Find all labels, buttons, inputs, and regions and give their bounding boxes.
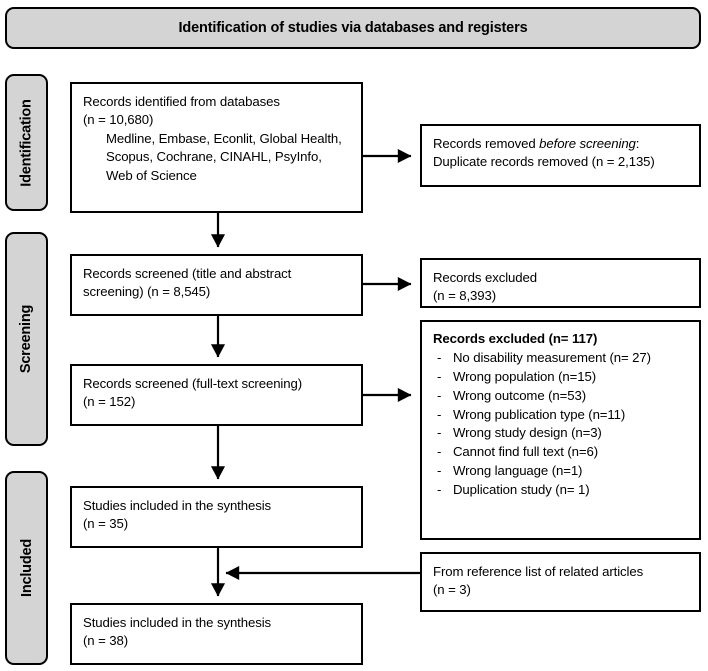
box-records-excluded-fulltext: Records excluded (n= 117) No disability … bbox=[420, 320, 701, 540]
stage-label-identification-text: Identification bbox=[18, 98, 35, 187]
box-records-screened-fulltext: Records screened (full-text screening) (… bbox=[70, 364, 363, 426]
exclusion-reason-item: Wrong study design (n=3) bbox=[433, 424, 688, 443]
box-records-removed-before-screening: Records removed before screening: Duplic… bbox=[420, 124, 701, 187]
reference-list-count: (n = 3) bbox=[433, 582, 471, 598]
reference-list-line1: From reference list of related articles bbox=[433, 564, 644, 579]
records-removed-prefix: Records removed bbox=[433, 136, 540, 151]
box-studies-included-38: Studies included in the synthesis (n = 3… bbox=[70, 603, 363, 665]
records-removed-italic: before screening bbox=[539, 136, 636, 151]
records-excluded-117-title: Records excluded (n= 117) bbox=[433, 331, 598, 346]
records-identified-count: (n = 10,680) bbox=[83, 112, 154, 128]
records-screened-title-abstract-text: Records screened (title and abstract scr… bbox=[83, 266, 292, 300]
box-records-screened-title-abstract: Records screened (title and abstract scr… bbox=[70, 254, 363, 316]
exclusion-reason-item: Wrong publication type (n=11) bbox=[433, 406, 688, 425]
banner-title: Identification of studies via databases … bbox=[178, 20, 528, 36]
records-excluded-8393-label: Records excluded bbox=[433, 270, 537, 285]
records-identified-sources: Medline, Embase, Econlit, Global Health,… bbox=[106, 130, 342, 183]
exclusion-reasons-list: No disability measurement (n= 27) Wrong … bbox=[433, 349, 688, 499]
box-records-identified: Records identified from databases (n = 1… bbox=[70, 82, 363, 213]
exclusion-reason-item: Cannot find full text (n=6) bbox=[433, 443, 688, 462]
box-studies-included-35: Studies included in the synthesis (n = 3… bbox=[70, 486, 363, 548]
studies-included-35-line1: Studies included in the synthesis bbox=[83, 498, 272, 513]
stage-label-included-text: Included bbox=[18, 538, 35, 598]
records-identified-line1: Records identified from databases bbox=[83, 94, 280, 109]
exclusion-reason-item: Wrong outcome (n=53) bbox=[433, 387, 688, 406]
box-from-reference-list: From reference list of related articles … bbox=[420, 552, 701, 612]
records-screened-fulltext-count: (n = 152) bbox=[83, 394, 136, 410]
exclusion-reason-item: Duplication study (n= 1) bbox=[433, 481, 688, 500]
stage-label-identification: Identification bbox=[5, 74, 48, 211]
box-records-excluded-title-abstract: Records excluded (n = 8,393) bbox=[420, 258, 701, 308]
records-excluded-8393-count: (n = 8,393) bbox=[433, 288, 497, 304]
studies-included-35-count: (n = 35) bbox=[83, 516, 129, 532]
studies-included-38-count: (n = 38) bbox=[83, 633, 129, 649]
stage-label-screening-text: Screening bbox=[18, 304, 35, 374]
stage-label-screening: Screening bbox=[5, 232, 48, 446]
exclusion-reason-item: Wrong population (n=15) bbox=[433, 368, 688, 387]
records-screened-fulltext-line1: Records screened (full-text screening) bbox=[83, 376, 303, 391]
studies-included-38-line1: Studies included in the synthesis bbox=[83, 615, 272, 630]
duplicate-records-removed-count: Duplicate records removed (n = 2,135) bbox=[433, 154, 655, 170]
exclusion-reason-item: Wrong language (n=1) bbox=[433, 462, 688, 481]
stage-label-included: Included bbox=[5, 471, 48, 665]
diagram-header-banner: Identification of studies via databases … bbox=[5, 7, 701, 49]
records-removed-suffix: : bbox=[635, 136, 640, 151]
exclusion-reason-item: No disability measurement (n= 27) bbox=[433, 349, 688, 368]
